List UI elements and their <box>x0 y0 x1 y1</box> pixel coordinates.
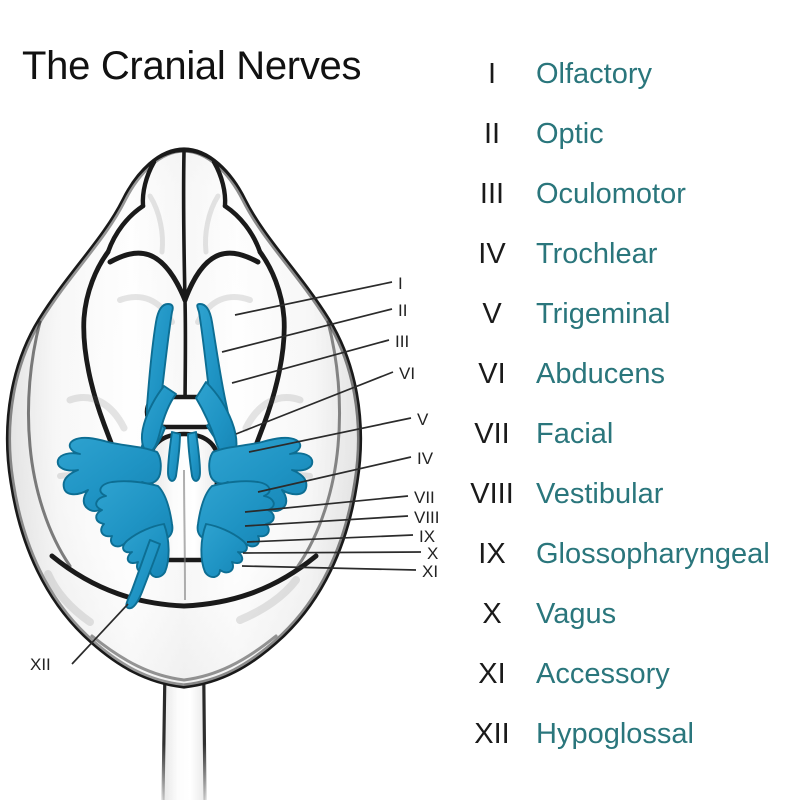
nerve-name: Abducens <box>536 358 665 390</box>
callout-labels: I II III VI V IV VII VIII IX X XI XII <box>30 274 440 674</box>
leader-line-IV <box>257 456 412 493</box>
callout-label-VII: VII <box>414 488 435 507</box>
nerve-root-olfactory-right <box>196 303 229 426</box>
nerve-numeral: XI <box>478 658 506 690</box>
callout-label-X: X <box>427 544 438 563</box>
nerve-name: Olfactory <box>536 58 653 90</box>
leader-line-V <box>248 417 412 453</box>
nerve-name: Vestibular <box>536 478 664 510</box>
nerve-name: Trochlear <box>536 238 658 270</box>
nerve-numeral: IV <box>478 238 506 270</box>
nerve-numeral: VI <box>478 358 506 390</box>
nerve-numeral: VIII <box>470 478 514 510</box>
brain-diagram-svg: I II III VI V IV VII VIII IX X XI XII <box>5 147 440 800</box>
leader-line-X <box>242 551 422 554</box>
leader-line-VII <box>244 495 409 513</box>
nerve-name: Oculomotor <box>536 178 686 210</box>
nerve-numeral: VII <box>474 418 510 450</box>
nerve-numeral: III <box>479 178 505 210</box>
nerve-numeral: V <box>482 298 502 330</box>
nerve-name: Facial <box>536 418 614 450</box>
callout-label-V: V <box>417 410 429 429</box>
callout-label-VI: VI <box>399 364 415 383</box>
nerve-name: Accessory <box>536 658 670 690</box>
callout-label-I: I <box>398 274 403 293</box>
callout-label-VIII: VIII <box>414 508 440 527</box>
list-item: VII Facial <box>466 404 800 464</box>
nerve-root-olfactory-left <box>145 303 174 423</box>
list-item: XII Hypoglossal <box>466 704 800 764</box>
nerve-name: Hypoglossal <box>536 718 694 750</box>
nerve-numeral: II <box>483 118 501 150</box>
list-item: IX Glossopharyngeal <box>466 524 800 584</box>
nerve-name: Glossopharyngeal <box>536 538 770 570</box>
callout-leader-lines <box>71 281 422 665</box>
nerve-numeral: XII <box>474 718 510 750</box>
callout-label-XII: XII <box>30 655 51 674</box>
list-item: I Olfactory <box>466 44 800 104</box>
nerve-root-abducens-left <box>167 431 181 482</box>
leader-line-I <box>234 281 393 316</box>
leader-line-VIII <box>244 515 409 527</box>
callout-label-IV: IV <box>417 449 434 468</box>
list-item: XI Accessory <box>466 644 800 704</box>
nerve-numeral: X <box>482 598 502 630</box>
list-item: X Vagus <box>466 584 800 644</box>
callout-label-XI: XI <box>422 562 438 581</box>
leader-line-IX <box>246 534 414 543</box>
leader-line-XII <box>71 603 129 665</box>
leader-line-VI <box>235 371 394 435</box>
nerve-numeral: IX <box>478 538 506 570</box>
list-item: V Trigeminal <box>466 284 800 344</box>
list-item: III Oculomotor <box>466 164 800 224</box>
nerve-name: Optic <box>536 118 604 150</box>
nerve-root-hypoglossal-left <box>125 539 161 610</box>
leader-line-XI <box>241 565 417 571</box>
leader-line-III <box>231 339 390 384</box>
callout-label-II: II <box>398 301 407 320</box>
nerve-name: Trigeminal <box>536 298 671 330</box>
page-title: The Cranial Nerves <box>22 44 362 88</box>
list-item: IV Trochlear <box>466 224 800 284</box>
nerve-root-abducens-right <box>187 431 201 482</box>
nerve-name: Vagus <box>536 598 617 630</box>
nerve-list: I Olfactory II Optic III Oculomotor IV T… <box>466 44 800 764</box>
nerve-root-glossopharyngeal-vagus-accessory-right <box>200 523 248 578</box>
list-item: VIII Vestibular <box>466 464 800 524</box>
callout-label-IX: IX <box>419 527 435 546</box>
brain-diagram: I II III VI V IV VII VIII IX X XI XII <box>5 147 440 800</box>
leader-line-II <box>221 308 393 353</box>
list-item: VI Abducens <box>466 344 800 404</box>
nerve-numeral: I <box>487 58 497 90</box>
cranial-nerve-roots <box>56 303 314 610</box>
list-item: II Optic <box>466 104 800 164</box>
callout-label-III: III <box>395 332 409 351</box>
